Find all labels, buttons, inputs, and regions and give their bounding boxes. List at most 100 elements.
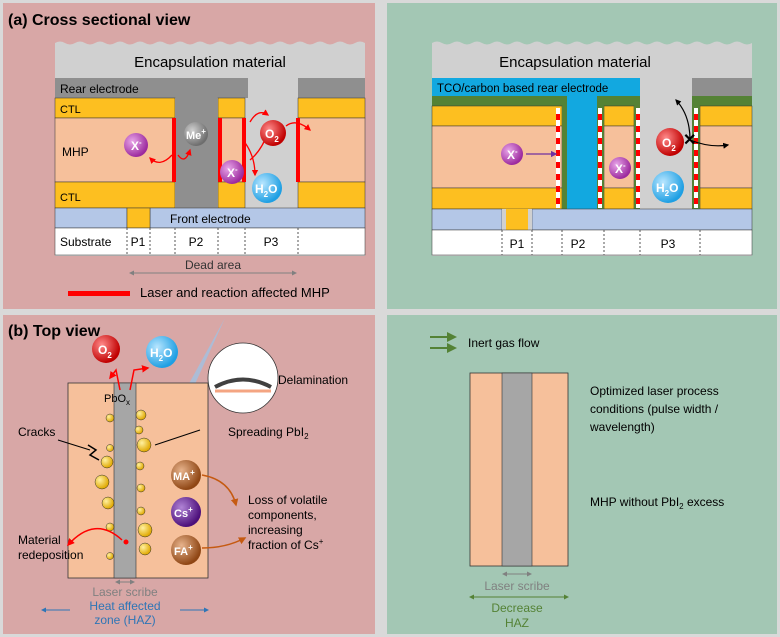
front-electrode-label: Front electrode <box>170 212 251 226</box>
loss-line1: Loss of volatile <box>248 493 328 507</box>
arrow-me <box>177 148 192 160</box>
panel-a-title: (a) Cross sectional view <box>8 12 191 29</box>
fa-ion <box>171 535 201 565</box>
ctl-rb2 <box>603 187 635 210</box>
haz-line2: zone (HAZ) <box>94 613 155 627</box>
o2-right-label: O2 <box>662 136 676 153</box>
p1-label: P1 <box>131 235 146 249</box>
delam-film <box>214 377 272 389</box>
spreading-label: Spreading PbI2 <box>228 425 309 441</box>
h2o-top-view <box>146 336 178 368</box>
fa-ion-label: FA+ <box>174 543 193 558</box>
ctl-r2 <box>603 105 635 127</box>
p3-label-right: P3 <box>661 237 676 251</box>
ma-ion <box>171 460 201 490</box>
tco-electrode <box>432 78 640 96</box>
right-cross-section: Encapsulation material TCO/carbon based … <box>431 41 753 256</box>
no-pbi2-label: MHP without PbI2 excess <box>590 495 724 511</box>
arrow-h2o <box>242 139 259 177</box>
p14 <box>138 542 152 556</box>
green-top-right <box>692 96 752 106</box>
redeposition-line1: Material <box>18 533 61 547</box>
p1-label-right: P1 <box>510 237 525 251</box>
ma-ion-label: MA+ <box>173 468 195 483</box>
mhp-label: MHP <box>62 145 89 159</box>
inert-gas-label: Inert gas flow <box>468 336 540 350</box>
p7 <box>135 461 145 471</box>
p10 <box>101 496 115 510</box>
p2-label-right: P2 <box>571 237 586 251</box>
h2o-label: H2O <box>255 182 277 199</box>
ma-arrow <box>201 474 239 507</box>
me-ion-label: Me+ <box>186 127 206 142</box>
substrate <box>54 227 366 256</box>
black-arrow-1 <box>675 99 691 141</box>
h2o-arrow <box>129 365 150 391</box>
ctl-top-mid <box>217 97 246 119</box>
ctl-bottom <box>54 181 176 209</box>
substrate-right <box>431 229 753 256</box>
pbox-label: PbOx <box>104 393 130 407</box>
x-ion <box>124 133 148 157</box>
o2-label: O2 <box>265 127 279 144</box>
rear-electrode <box>55 78 248 98</box>
cracks-label: Cracks <box>18 425 55 439</box>
optimized-line3: wavelength) <box>589 420 655 434</box>
h2o-right <box>652 171 684 203</box>
o2-top-label: O2 <box>98 343 112 360</box>
laser-scribe-label-right: Laser scribe <box>484 579 550 593</box>
h2o-top-label: H2O <box>150 346 172 363</box>
p2-label: P2 <box>189 235 204 249</box>
o2-right <box>656 128 684 156</box>
p2-fill <box>175 98 218 208</box>
p6 <box>100 455 114 469</box>
left-cross-section: Encapsulation material Rear electrode CT… <box>54 41 366 256</box>
crack-pointer <box>57 439 91 451</box>
right-top-view: Inert gas flow Optimized laser process c… <box>430 332 724 630</box>
x-ion-2 <box>220 160 244 184</box>
rear-electrode-label: Rear electrode <box>60 82 139 96</box>
laser-mark-3 <box>242 118 246 182</box>
x-mark: ✕ <box>683 132 696 149</box>
p4 <box>136 437 152 453</box>
h2o-right-label: H2O <box>656 181 678 198</box>
front-r2 <box>531 208 753 231</box>
spreading-pointer <box>154 429 201 446</box>
panel-b-right-background <box>387 315 777 634</box>
crack-mark <box>87 444 100 461</box>
p2 <box>135 409 147 421</box>
ctl-r1 <box>431 105 563 127</box>
p11 <box>136 506 146 516</box>
p1-fill <box>126 207 151 229</box>
redeposition-arrow <box>66 527 123 547</box>
delamination-label: Delamination <box>278 373 348 387</box>
green-top-left <box>432 96 567 106</box>
zoom-cone <box>115 318 225 408</box>
loss-line3: increasing <box>248 523 303 537</box>
p8 <box>94 474 110 490</box>
loss-line4: fraction of Cs+ <box>248 537 324 552</box>
decrease-label: Decrease <box>491 601 543 615</box>
x-ion-label: X- <box>131 138 142 153</box>
scribe-line-optimized <box>501 372 533 567</box>
redeposition-line2: redeposition <box>18 548 83 562</box>
p15 <box>106 552 114 560</box>
scribe-line <box>113 382 137 579</box>
p1 <box>105 413 115 423</box>
haz-label-right: HAZ <box>505 616 529 630</box>
me-ion <box>184 122 208 146</box>
ctl-label-top: CTL <box>60 104 81 116</box>
x-ion-2-label: X- <box>227 165 238 180</box>
x-ion-right-2 <box>609 157 631 179</box>
ctl-rb1 <box>431 187 563 210</box>
x-ion-right <box>501 143 523 165</box>
tco-label: TCO/carbon based rear electrode <box>437 83 608 95</box>
ctl-r3 <box>699 105 753 127</box>
haz-line1: Heat affected <box>89 599 160 613</box>
green-top-mid <box>597 96 640 106</box>
o2-arrow <box>109 368 121 391</box>
mhp-layer <box>54 117 176 183</box>
p9 <box>136 483 146 493</box>
laser-mark-4 <box>296 118 300 182</box>
green-w1 <box>562 106 567 209</box>
